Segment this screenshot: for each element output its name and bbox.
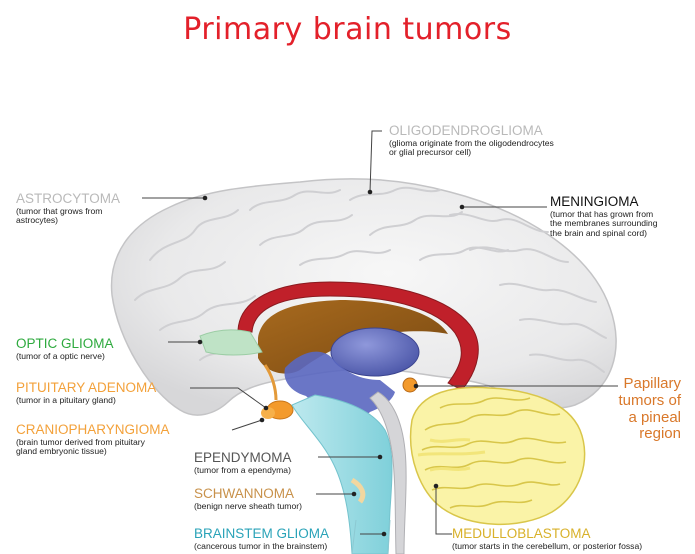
label-astrocytoma-name: ASTROCYTOMA bbox=[16, 192, 120, 206]
label-meningioma-name: MENINGIOMA bbox=[550, 195, 657, 209]
label-pituitary-adenoma: PITUITARY ADENOMA (tumor in a pituitary … bbox=[16, 381, 156, 405]
label-schwannoma-name: SCHWANNOMA bbox=[194, 487, 302, 501]
label-oligodendroglioma: OLIGODENDROGLIOMA (glioma originate from… bbox=[389, 124, 554, 158]
label-craniopharyngioma: CRANIOPHARYNGIOMA (brain tumor derived f… bbox=[16, 423, 170, 457]
label-schwannoma-desc: (benign nerve sheath tumor) bbox=[194, 502, 302, 512]
label-ependymoma: EPENDYMOMA (tumor from a ependyma) bbox=[194, 451, 292, 475]
label-pituitary-adenoma-desc: (tumor in a pituitary gland) bbox=[16, 396, 156, 406]
label-pineal-tumors: Papillarytumors ofa pinealregion bbox=[618, 376, 681, 443]
label-brainstem-glioma-name: BRAINSTEM GLIOMA bbox=[194, 527, 329, 541]
label-pituitary-adenoma-name: PITUITARY ADENOMA bbox=[16, 381, 156, 395]
label-brainstem-glioma-desc: (cancerous tumor in the brainstem) bbox=[194, 542, 329, 552]
cerebellum bbox=[411, 387, 585, 524]
label-medulloblastoma-desc: (tumor starts in the cerebellum, or post… bbox=[452, 542, 642, 552]
label-craniopharyngioma-desc: (brain tumor derived from pituitarygland… bbox=[16, 438, 170, 458]
label-medulloblastoma: MEDULLOBLASTOMA (tumor starts in the cer… bbox=[452, 527, 642, 551]
label-astrocytoma: ASTROCYTOMA (tumor that grows fromastroc… bbox=[16, 192, 120, 226]
label-medulloblastoma-name: MEDULLOBLASTOMA bbox=[452, 527, 642, 541]
thalamus bbox=[331, 328, 419, 376]
label-pineal-tumors-text: Papillarytumors ofa pinealregion bbox=[618, 375, 681, 442]
label-craniopharyngioma-name: CRANIOPHARYNGIOMA bbox=[16, 423, 170, 437]
label-meningioma: MENINGIOMA (tumor that has grown fromthe… bbox=[550, 195, 657, 239]
label-oligodendroglioma-desc: (glioma originate from the oligodendrocy… bbox=[389, 139, 554, 159]
label-brainstem-glioma: BRAINSTEM GLIOMA (cancerous tumor in the… bbox=[194, 527, 329, 551]
label-ependymoma-name: EPENDYMOMA bbox=[194, 451, 292, 465]
label-optic-glioma: OPTIC GLIOMA (tumor of a optic nerve) bbox=[16, 337, 114, 361]
label-optic-glioma-desc: (tumor of a optic nerve) bbox=[16, 352, 114, 362]
label-ependymoma-desc: (tumor from a ependyma) bbox=[194, 466, 292, 476]
label-schwannoma: SCHWANNOMA (benign nerve sheath tumor) bbox=[194, 487, 302, 511]
label-oligodendroglioma-name: OLIGODENDROGLIOMA bbox=[389, 124, 554, 138]
label-astrocytoma-desc: (tumor that grows fromastrocytes) bbox=[16, 207, 120, 227]
label-meningioma-desc: (tumor that has grown fromthe membranes … bbox=[550, 210, 657, 240]
label-optic-glioma-name: OPTIC GLIOMA bbox=[16, 337, 114, 351]
